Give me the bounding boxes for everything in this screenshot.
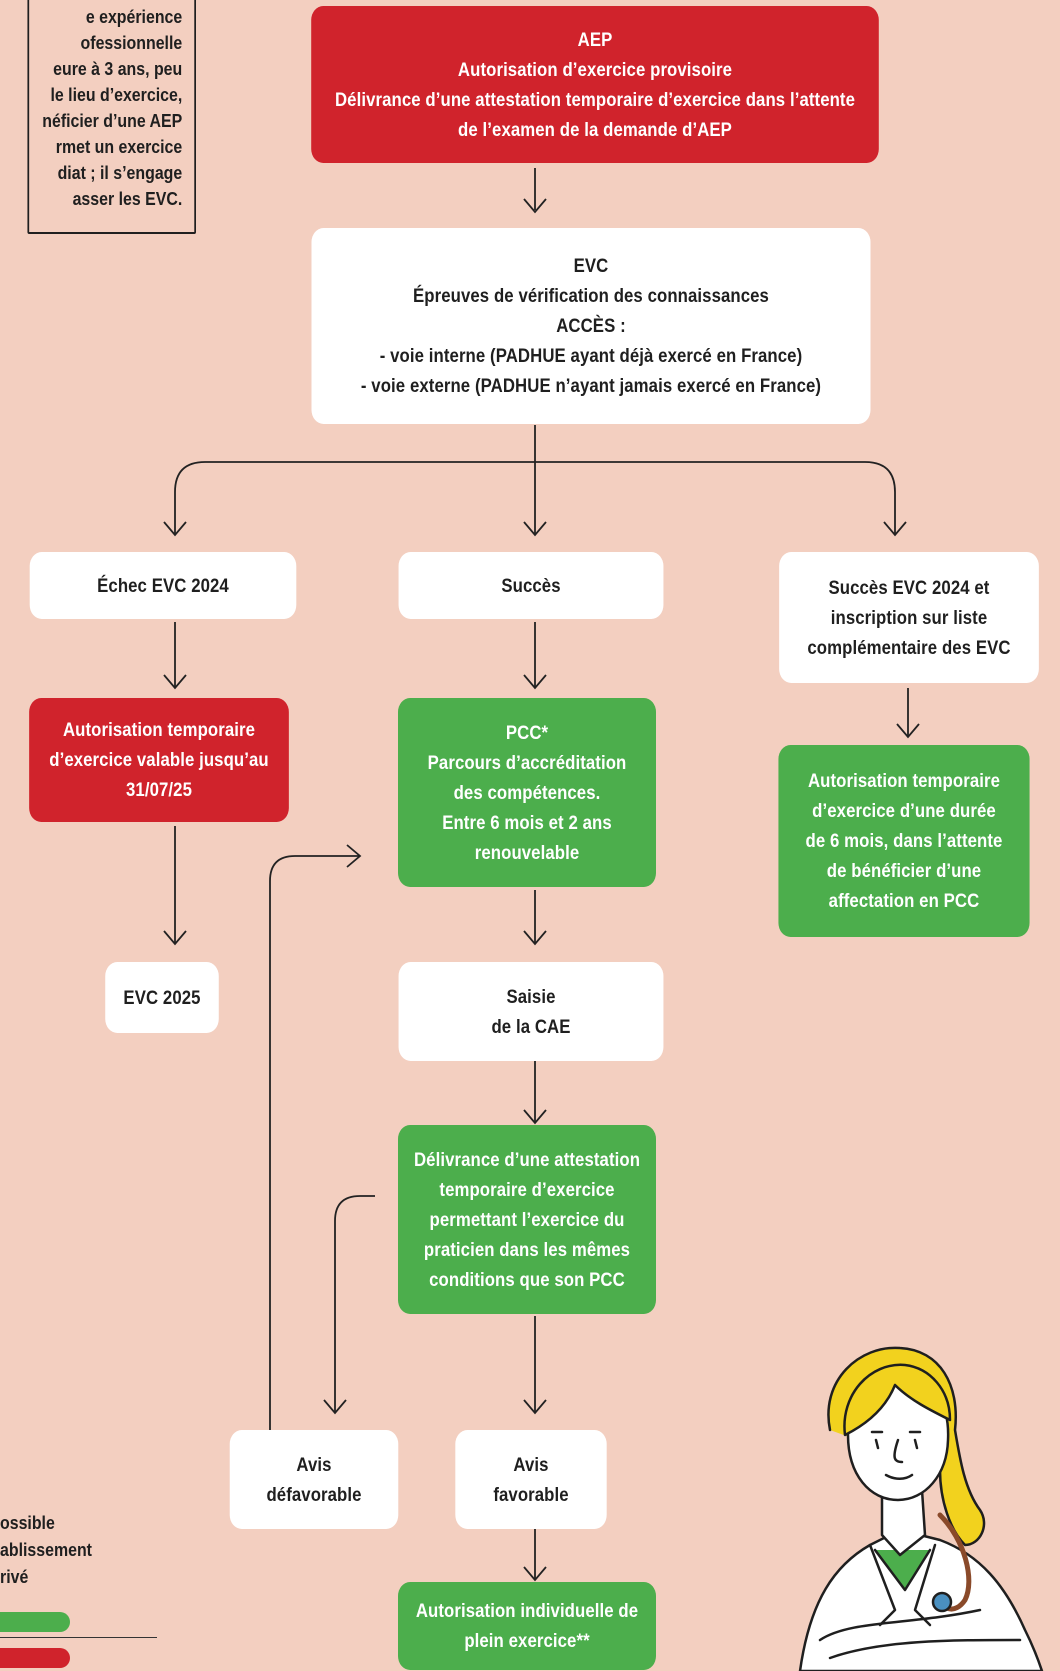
aep-box-text: AEP Autorisation d’exercice provisoire D… bbox=[334, 28, 856, 141]
aep-info-note: e expérience ofessionnelle eure à 3 ans,… bbox=[27, 0, 196, 234]
succes-liste-text: Succès EVC 2024 et inscription sur liste… bbox=[807, 576, 1011, 659]
evc-2025-text: EVC 2025 bbox=[123, 986, 201, 1009]
delivrance-box: Délivrance d’une attestation temporaire … bbox=[398, 1125, 656, 1314]
autorisation-6-mois-text: Autorisation temporaire d’exercice d’une… bbox=[805, 770, 1003, 912]
arrow-aep-evc-head bbox=[523, 198, 547, 214]
autorisation-temporaire-text: Autorisation temporaire d’exercice valab… bbox=[49, 719, 269, 801]
legend-text: ossible ablissement rivé bbox=[0, 1512, 92, 1587]
echec-evc-box: Échec EVC 2024 bbox=[29, 552, 297, 619]
autorisation-temporaire-box: Autorisation temporaire d’exercice valab… bbox=[29, 698, 289, 822]
avis-defavorable-text: Avis défavorable bbox=[266, 1453, 362, 1506]
aep-box: AEP Autorisation d’exercice provisoire D… bbox=[311, 6, 879, 163]
arrow-evc-succes-liste bbox=[864, 461, 896, 535]
pcc-box: PCC* Parcours d’accréditation des compét… bbox=[398, 698, 656, 887]
arrow-evc-echec bbox=[174, 461, 206, 535]
avis-defavorable-box: Avis défavorable bbox=[229, 1430, 399, 1529]
legend-green-swatch bbox=[0, 1612, 70, 1632]
pcc-text: PCC* Parcours d’accréditation des compét… bbox=[427, 721, 627, 864]
saisie-cae-text: Saisie de la CAE bbox=[491, 985, 571, 1038]
succes-box: Succès bbox=[398, 552, 664, 619]
evc-box-text: EVC Épreuves de vérification des connais… bbox=[360, 255, 822, 397]
saisie-cae-box: Saisie de la CAE bbox=[398, 962, 664, 1061]
delivrance-text: Délivrance d’une attestation temporaire … bbox=[413, 1148, 641, 1291]
succes-liste-box: Succès EVC 2024 et inscription sur liste… bbox=[779, 552, 1039, 683]
autorisation-6-mois-box: Autorisation temporaire d’exercice d’une… bbox=[778, 745, 1030, 937]
succes-text: Succès bbox=[501, 574, 561, 597]
legend-divider bbox=[0, 1637, 157, 1638]
avis-favorable-box: Avis favorable bbox=[455, 1430, 607, 1529]
echec-evc-text: Échec EVC 2024 bbox=[97, 574, 229, 597]
arrow-defavorable-pcc bbox=[269, 855, 360, 1482]
doctor-illustration bbox=[798, 1346, 1044, 1671]
legend-red-swatch bbox=[0, 1648, 70, 1668]
evc-box: EVC Épreuves de vérification des connais… bbox=[311, 228, 871, 424]
evc-2025-box: EVC 2025 bbox=[105, 962, 219, 1033]
plein-exercice-text: Autorisation individuelle de plein exerc… bbox=[415, 1600, 639, 1652]
arrow-delivrance-defavorable bbox=[334, 1195, 375, 1413]
avis-favorable-text: Avis favorable bbox=[493, 1453, 569, 1506]
plein-exercice-box: Autorisation individuelle de plein exerc… bbox=[398, 1582, 656, 1670]
